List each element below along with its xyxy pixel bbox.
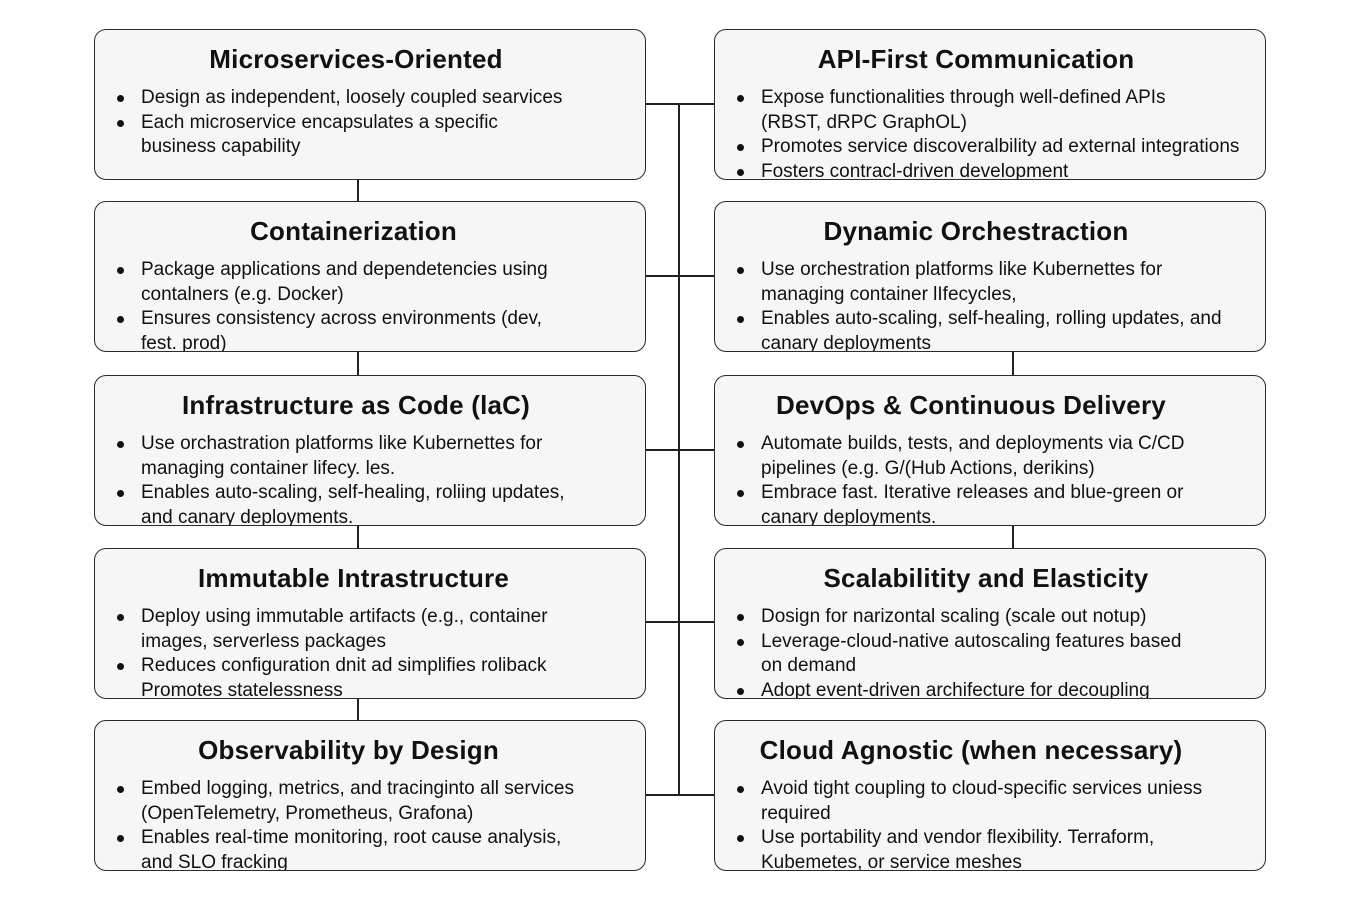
bullet-item: Embrace fast. Iterative releases and blu… <box>737 481 1257 506</box>
card-title: Microservices-Oriented <box>209 44 503 74</box>
bullet-continuation: canary deployments <box>761 332 932 352</box>
bullet-list: Automate builds, tests, and deployments … <box>737 432 1257 526</box>
bullet-item: Design as independent, loosely coupled s… <box>117 86 637 111</box>
bullet-item: Use orchastration platforms like Kuberne… <box>117 432 637 457</box>
bullet-continuation: (RBST, dRPC GraphOL) <box>761 111 967 133</box>
card-scalability-elasticity: Scalabilitity and Elasticity Dosign for … <box>714 548 1266 699</box>
card-cloud-agnostic: Cloud Agnostic (when necessary) Avoid ti… <box>714 720 1266 871</box>
bullet-list: Avoid tight coupling to cloud-specific s… <box>737 777 1257 871</box>
bullet-item: Embed logging, metrics, and tracinginto … <box>117 777 637 802</box>
card-title: API-First Communication <box>817 44 1135 74</box>
bullet-continuation: on demand <box>761 655 857 676</box>
card-containerization: Containerization Package applications an… <box>94 201 646 352</box>
card-title: Scalabilitity and Elasticity <box>823 563 1149 593</box>
card-infrastructure-as-code: Infrastructure as Code (laC) Use orchast… <box>94 375 646 526</box>
card-title: Cloud Agnostic (when necessary) <box>759 735 1183 765</box>
card-api-first-communication: API-First Communication Expose functiona… <box>714 29 1266 180</box>
bullet-continuation: managing container lifecy. les. <box>141 457 396 479</box>
bullet-list: Deploy using immutable artifacts (e.g., … <box>117 605 637 699</box>
bullet-continuation: business capability <box>141 136 301 157</box>
card-devops-continuous-delivery: DevOps & Continuous Delivery Automate bu… <box>714 375 1266 526</box>
card-title: Immutable Intrastructure <box>197 563 510 593</box>
bullet-continuation: fest. prod) <box>141 332 227 352</box>
card-title: Dynamic Orchestraction <box>823 216 1129 246</box>
bullet-item: Promotes service discoveralbility ad ext… <box>737 135 1257 160</box>
bullet-item: Avoid tight coupling to cloud-specific s… <box>737 777 1257 802</box>
bullet-item: Leverage-cloud-native autoscaling featur… <box>737 630 1257 655</box>
bullet-item: Deploy using immutable artifacts (e.g., … <box>117 605 637 630</box>
bullet-list: Use orchestration platforms like Kuberne… <box>737 258 1257 352</box>
card-microservices-oriented: Microservices-Oriented Design as indepen… <box>94 29 646 180</box>
bullet-list: Package applications and dependetencies … <box>117 258 637 352</box>
bullet-item: Use portability and vendor flexibility. … <box>737 826 1257 851</box>
bullet-item: Expose functionalities through well-defi… <box>737 86 1257 111</box>
bullet-continuation: and SLO fracking <box>141 851 288 871</box>
bullet-item: Ensures consistency across environments … <box>117 307 637 332</box>
card-title: Observability by Design <box>198 735 499 765</box>
bullet-item: Package applications and dependetencies … <box>117 258 637 283</box>
bullet-continuation: canary deployments. <box>761 506 937 526</box>
bullet-item: Enables auto-scaling, self-healing, roli… <box>117 481 637 506</box>
bullet-continuation: managing container lIfecycles, <box>761 283 1017 305</box>
bullet-list: Dosign for narizontal scaling (scale out… <box>737 605 1257 698</box>
card-immutable-infrastructure: Immutable Intrastructure Deploy using im… <box>94 548 646 699</box>
bullet-list: Design as independent, loosely coupled s… <box>117 86 637 160</box>
bullet-continuation: images, serverless packages <box>141 630 386 652</box>
bullet-continuation: pipelines (e.g. G/(Hub Actions, derikins… <box>761 457 1095 479</box>
bullet-list: Embed logging, metrics, and tracinginto … <box>117 777 637 871</box>
bullet-continuation: contalners (e.g. Docker) <box>141 283 344 305</box>
bullet-item: Use orchestration platforms like Kuberne… <box>737 258 1257 283</box>
card-observability-by-design: Observability by Design Embed logging, m… <box>94 720 646 871</box>
bullet-item: Automate builds, tests, and deployments … <box>737 432 1257 457</box>
card-dynamic-orchestration: Dynamic Orchestraction Use orchestration… <box>714 201 1266 352</box>
bullet-continuation: Kubemetes, or service meshes <box>761 851 1022 871</box>
bullet-item: Adopt event-driven archifecture for deco… <box>737 679 1257 698</box>
bullet-item: Enables real-time monitoring, root cause… <box>117 826 637 851</box>
bullet-continuation: (OpenTelemetry, Prometheus, Grafona) <box>141 802 474 824</box>
bullet-continuation: required <box>761 802 831 824</box>
card-title: DevOps & Continuous Delivery <box>776 390 1166 420</box>
bullet-item: Dosign for narizontal scaling (scale out… <box>737 605 1257 630</box>
bullet-continuation: Promotes statelessness <box>141 679 343 699</box>
bullet-item: Reduces configuration dnit ad simplifies… <box>117 654 637 679</box>
bullet-list: Use orchastration platforms like Kuberne… <box>117 432 637 526</box>
card-title: Infrastructure as Code (laC) <box>181 390 530 420</box>
bullet-list: Expose functionalities through well-defi… <box>737 86 1257 179</box>
bullet-continuation: and canary deployments. <box>141 506 354 526</box>
bullet-item: Each microservice encapsulates a specifi… <box>117 111 637 136</box>
bullet-item: Enables auto-scaling, self-healing, roll… <box>737 307 1257 332</box>
bullet-item: Fosters contracl-driven development <box>737 160 1257 179</box>
card-title: Containerization <box>250 216 457 246</box>
